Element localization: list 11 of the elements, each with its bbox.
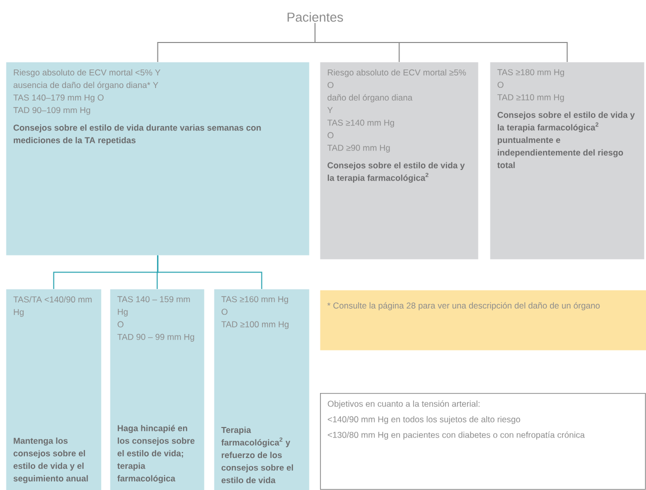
- note-box: * Consulte la página 28 para ver una descripción del daño de un órgano: [320, 290, 646, 350]
- action-box: TAS 140 – 159 mm Hg O TAD 90 – 99 mm Hg Haga hincapié en los consejos sobre el estilo de vida; terapia farmacológica: [110, 289, 204, 490]
- connector-line: [157, 254, 262, 290]
- criteria-box: Riesgo absoluto de ECV mortal ≥5% O daño del órgano diana Y TAS ≥140 mm Hg O TAD ≥90 mm Hg Consejos sobre el estilo de vida y la terapia farmacológica$^{2}$: [320, 62, 478, 260]
- title-text: Pacientes: [288, 12, 343, 22]
- action-box: TAS/TA <140/90 mm Hg Mantenga los consejos sobre el estilo de vida y el seguimiento anual: [6, 289, 102, 490]
- criteria-box: Riesgo absoluto de ECV mortal <5% Y ausencia de daño del órgano diana* Y TAS 140–179 mm Hg O TAD 90–109 mm Hg Consejos sobre el estilo de vida durante varias semanas con mediciones de la TA repetidas: [6, 62, 310, 256]
- criteria-box: TAS ≥180 mm Hg O TAD ≥110 mm Hg Consejos sobre el estilo de vida y la terapia farmacológica$^{2}$ puntualmente e independientemente del riesgo total: [490, 62, 644, 260]
- connector-line: [314, 22, 568, 62]
- goals-box: Objetivos en cuanto a la tensión arterial: <140/90 mm Hg en todos los sujetos de alto riesgo <130/80 mm Hg en pacientes con diabetes o con nefropatía crónica: [320, 393, 646, 490]
- action-box: TAS ≥160 mm Hg O TAD ≥100 mm Hg Terapia farmacológica$^{2}$ y refuerzo de los consejos sobre el estilo de vida: [214, 289, 310, 490]
